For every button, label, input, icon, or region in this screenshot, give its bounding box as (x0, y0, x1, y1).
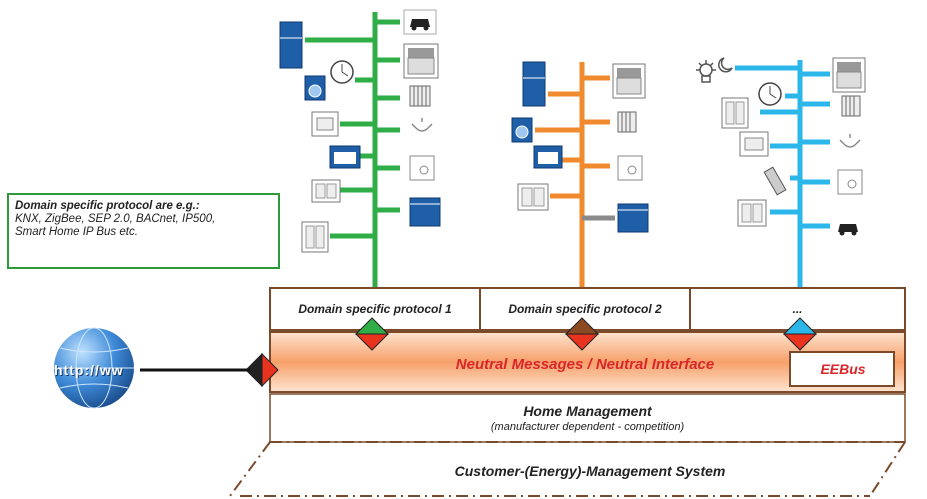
washing-machine-icon (511, 117, 533, 143)
dishwasher-icon (409, 197, 441, 227)
orange-bus (535, 62, 610, 290)
protocol-note-box: Domain specific protocol are e.g.: KNX, … (7, 193, 280, 269)
switch-icon (301, 221, 329, 253)
oven-icon (533, 145, 563, 169)
oven-icon (311, 111, 339, 137)
home-management-title: Home Management (523, 403, 652, 419)
cyan-bus (735, 60, 830, 290)
home-management-subtitle: (manufacturer dependent - competition) (490, 421, 685, 433)
eebus-label: EEBus (820, 361, 866, 377)
clock-icon (758, 82, 782, 106)
green-bus (305, 12, 400, 290)
lamp-icon (839, 134, 861, 148)
clock-icon (330, 60, 354, 84)
socket-icon (409, 155, 435, 181)
remote-icon (763, 166, 787, 196)
fridge-icon (279, 21, 303, 69)
socket-icon (617, 155, 643, 181)
shutter-icon (403, 43, 439, 79)
radiator-icon (841, 95, 861, 117)
car-icon (403, 9, 437, 35)
cems-frame (229, 441, 906, 497)
globe-icon (54, 327, 134, 409)
protocol-label-2: Domain specific protocol 2 (508, 302, 662, 316)
shutter-icon (832, 57, 866, 93)
connector-icon (564, 317, 600, 351)
protocol-note-title: Domain specific protocol are e.g.: (15, 200, 200, 212)
cems-title: Customer-(Energy)-Management System (454, 463, 726, 479)
oven-icon (739, 131, 769, 157)
protocol-label-1: Domain specific protocol 1 (298, 302, 452, 316)
switch-icon (737, 199, 767, 227)
lamp-icon (411, 118, 433, 132)
sun-moon-icon (696, 57, 733, 83)
shutter-icon (612, 63, 646, 99)
fridge-icon (522, 61, 546, 107)
globe-url-text: http://ww (54, 362, 124, 378)
socket-icon (837, 169, 863, 195)
oven-icon (329, 145, 361, 169)
eebus-box (789, 351, 895, 387)
connector-icon (245, 352, 279, 388)
protocol-note-body: KNX, ZigBee, SEP 2.0, BACnet, IP500, Sma… (15, 213, 216, 238)
connector-icon (354, 317, 390, 351)
protocol-label-3: ... (792, 302, 803, 316)
radiator-icon (409, 85, 431, 107)
car-icon (838, 224, 858, 236)
radiator-icon (617, 111, 637, 133)
switch-icon (517, 183, 549, 211)
washing-machine-icon (304, 75, 326, 101)
switch-icon (311, 179, 341, 203)
switch-icon (721, 97, 749, 129)
dishwasher-icon (617, 203, 649, 233)
connector-icon (782, 317, 818, 351)
neutral-interface-label: Neutral Messages / Neutral Interface (455, 356, 715, 373)
